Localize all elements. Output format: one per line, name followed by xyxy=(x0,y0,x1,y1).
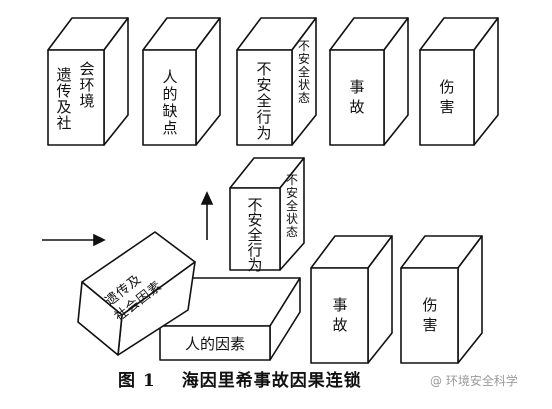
figure-title: 海因里希事故因果连锁 xyxy=(181,371,362,391)
bottom-block-accident xyxy=(310,235,393,364)
lifted-label-side: 不安全状态 xyxy=(286,173,298,239)
lifted-block-unsafe xyxy=(229,157,305,271)
top-block2-label: 人的缺点 xyxy=(162,68,177,137)
figure-label: 图 1 xyxy=(118,371,156,391)
top-block-personal-fault xyxy=(142,17,221,146)
lying-block-label: 人的因素 xyxy=(185,335,245,353)
top-block1-label-col1: 遗传及社 xyxy=(56,66,71,132)
watermark: @ 环境安全科学 xyxy=(430,374,518,388)
top-block3-label-side: 不安全状态 xyxy=(298,39,310,105)
lying-block-human-factor xyxy=(159,277,301,361)
figure-caption: 图 1 海因里希事故因果连锁 xyxy=(118,366,362,391)
fallen-block-heredity xyxy=(77,231,196,356)
top-block5-label: 伤害 xyxy=(439,78,454,116)
bottom-block-injury xyxy=(400,235,483,364)
top-block4-label: 事故 xyxy=(349,78,364,116)
top-block-heredity xyxy=(47,17,129,146)
bottom-block4-label: 事故 xyxy=(332,296,347,334)
top-block3-label-front: 不安全行为 xyxy=(256,60,271,142)
lift-arrow-head xyxy=(200,191,214,205)
bottom-block5-label: 伤害 xyxy=(422,296,437,334)
top-block1-label-col2: 会环境 xyxy=(79,60,94,110)
top-block-injury xyxy=(419,17,499,146)
top-block-unsafe xyxy=(236,17,317,146)
top-block-accident xyxy=(329,17,409,146)
push-arrow-head xyxy=(93,233,106,247)
lifted-label-front: 不安全行为 xyxy=(247,196,262,274)
